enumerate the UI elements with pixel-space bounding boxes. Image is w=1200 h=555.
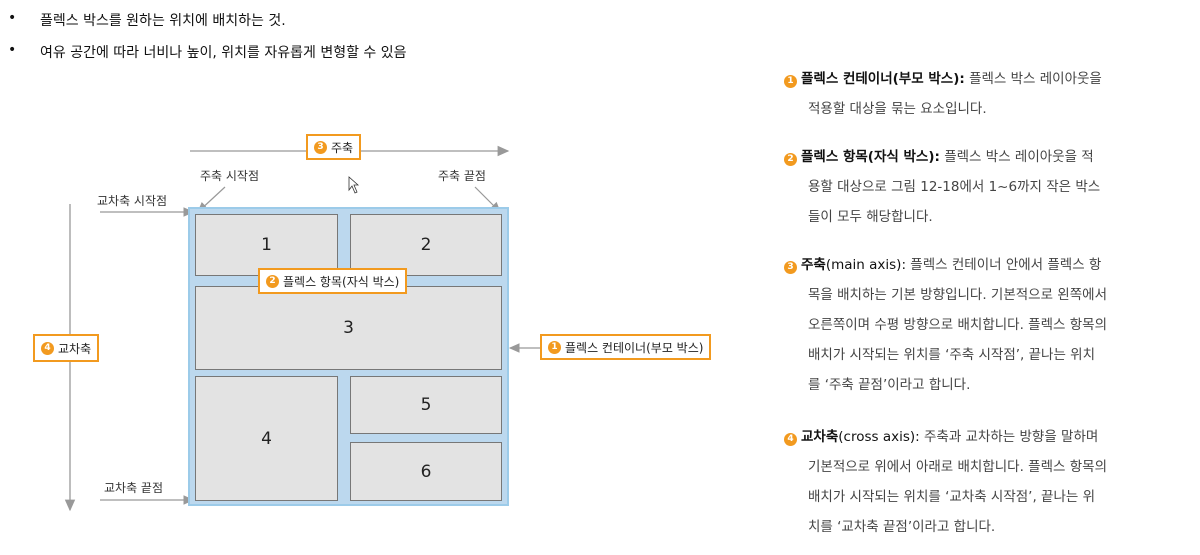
entry-text: 들이 모두 해당합니다. [808, 209, 933, 225]
number-badge: 3 [314, 140, 327, 154]
number-badge: 2 [266, 274, 279, 288]
entry-first-line: 1 플렉스 컨테이너(부모 박스): 플렉스 박스 레이아웃을 [784, 64, 1102, 94]
entry-text: 기본적으로 위에서 아래로 배치합니다. 플렉스 항목의 [808, 459, 1107, 475]
entry-heading: 플렉스 항목(자식 박스): [801, 149, 940, 165]
entry-text: 배치가 시작되는 위치를 ‘교차축 시작점’, 끝나는 위 [808, 489, 1096, 505]
entry-first-line: 3 주축(main axis): 플렉스 컨테이너 안에서 플렉스 항 [784, 250, 1107, 280]
entry-text: 치를 ‘교차축 끝점’이라고 합니다. [808, 519, 996, 535]
bullet-text: 여유 공간에 따라 너비나 높이, 위치를 자유롭게 변형할 수 있음 [40, 45, 407, 61]
callout-label: 플렉스 컨테이너(부모 박스) [565, 340, 704, 355]
entry-text: 를 ‘주축 끝점’이라고 합니다. [808, 377, 971, 393]
entry-text: 적용할 대상을 묶는 요소입니다. [808, 101, 987, 117]
cursor-icon [348, 176, 360, 194]
number-badge: 1 [548, 340, 561, 354]
flex-item-5: 5 [350, 376, 502, 434]
description-entry-1: 1 플렉스 컨테이너(부모 박스): 플렉스 박스 레이아웃을 적용할 대상을 묶… [784, 64, 1102, 124]
number-badge: 3 [784, 260, 797, 274]
entry-text: 용할 대상으로 그림 12-18에서 1~6까지 작은 박스 [808, 179, 1101, 195]
flex-item-1: 1 [195, 214, 338, 276]
flexbox-diagram: 1 2 3 4 5 6 3 주축 2 플렉스 항목(자식 박스) 1 플렉스 컨… [33, 134, 712, 512]
entry-first-line: 2 플렉스 항목(자식 박스): 플렉스 박스 레이아웃을 적 [784, 142, 1100, 172]
description-entry-4: 4 교차축(cross axis): 주축과 교차하는 방향을 말하며 기본적으로… [784, 422, 1107, 542]
bullet-marker: • [8, 10, 17, 26]
flex-item-2: 2 [350, 214, 502, 276]
entry-heading: 교차축 [801, 429, 839, 445]
main-axis-callout: 3 주축 [306, 134, 362, 160]
description-entry-2: 2 플렉스 항목(자식 박스): 플렉스 박스 레이아웃을 적 용할 대상으로 그… [784, 142, 1100, 232]
flex-item-6: 6 [350, 442, 502, 501]
flex-container-callout: 1 플렉스 컨테이너(부모 박스) [540, 334, 712, 360]
entry-heading: 플렉스 컨테이너(부모 박스): [801, 71, 965, 87]
cross-axis-callout: 4 교차축 [33, 334, 100, 362]
number-badge: 4 [784, 432, 797, 446]
entry-text: 배치가 시작되는 위치를 ‘주축 시작점’, 끝나는 위치 [808, 347, 1096, 363]
callout-label: 주축 [331, 140, 354, 155]
main-start-label: 주축 시작점 [200, 169, 260, 183]
main-end-label: 주축 끝점 [438, 169, 486, 183]
callout-label: 교차축 [58, 341, 92, 356]
entry-text: 오른쪽이며 수평 방향으로 배치합니다. 플렉스 항목의 [808, 317, 1107, 333]
callout-label: 플렉스 항목(자식 박스) [283, 274, 400, 289]
cross-start-label: 교차축 시작점 [97, 194, 168, 208]
cross-end-label: 교차축 끝점 [104, 481, 164, 495]
flex-item-4: 4 [195, 376, 338, 501]
entry-heading: 주축 [801, 257, 826, 273]
entry-heading-sub: (cross axis): [838, 429, 920, 445]
description-entry-3: 3 주축(main axis): 플렉스 컨테이너 안에서 플렉스 항 목을 배치… [784, 250, 1107, 400]
number-badge: 1 [784, 74, 797, 88]
number-badge: 2 [784, 152, 797, 166]
entry-heading-sub: (main axis): [825, 257, 906, 273]
bullet-text: 플렉스 박스를 원하는 위치에 배치하는 것. [40, 13, 286, 29]
entry-text: 목을 배치하는 기본 방향입니다. 기본적으로 왼쪽에서 [808, 287, 1107, 303]
flex-item-3: 3 [195, 286, 502, 370]
entry-text: 플렉스 컨테이너 안에서 플렉스 항 [910, 257, 1102, 273]
entry-text: 플렉스 박스 레이아웃을 적 [944, 149, 1094, 165]
flex-item-callout: 2 플렉스 항목(자식 박스) [258, 268, 408, 294]
entry-text: 주축과 교차하는 방향을 말하며 [923, 429, 1099, 445]
entry-text: 플렉스 박스 레이아웃을 [969, 71, 1102, 87]
flex-container: 1 2 3 4 5 6 [188, 207, 509, 506]
number-badge: 4 [41, 341, 54, 355]
bullet-marker: • [8, 42, 17, 58]
entry-first-line: 4 교차축(cross axis): 주축과 교차하는 방향을 말하며 [784, 422, 1107, 452]
